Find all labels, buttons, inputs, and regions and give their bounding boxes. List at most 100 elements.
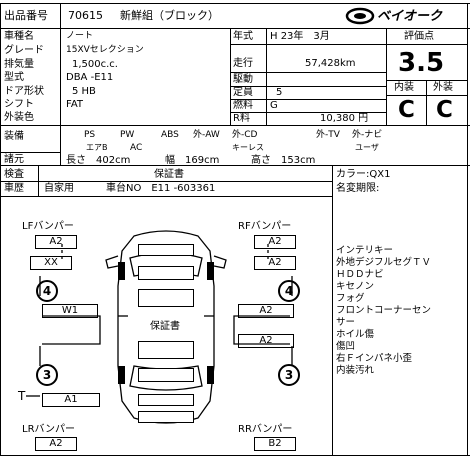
dims-width: 幅 169cm: [165, 155, 220, 166]
fuel-label: 燃料: [233, 100, 253, 111]
dims-label: 諸元: [4, 154, 24, 165]
equipment-label: 装備: [4, 131, 24, 142]
rule: [60, 3, 61, 28]
rule: [230, 44, 386, 45]
rr-damage-code: B2: [254, 437, 296, 451]
note-line: キセノン: [336, 281, 375, 292]
rule: [467, 3, 468, 455]
diagram-center-label: 保証書: [150, 321, 180, 332]
fuel-value: G: [270, 100, 278, 111]
year-value: H 23年 3月: [270, 31, 330, 42]
year-label: 年式: [233, 31, 253, 42]
rule: [230, 112, 386, 113]
rule: [230, 72, 386, 73]
t-mark: T: [18, 389, 26, 403]
dims-height: 高さ 153cm: [251, 155, 316, 166]
equip-ps: PS: [84, 130, 96, 140]
note-line: ホイル傷: [336, 329, 375, 340]
shift-value: FAT: [66, 99, 84, 110]
panel-hood: [138, 266, 194, 280]
note-line: 外地デジフルセグＴＶ: [336, 257, 432, 268]
model-label: 車種名: [4, 31, 34, 42]
panel-hood-front: [138, 244, 194, 256]
rule: [0, 196, 332, 197]
note-line: ＨＤＤナビ: [336, 269, 384, 280]
history-value: 自家用: [44, 183, 74, 194]
rule: [0, 3, 470, 4]
displacement-label: 排気量: [4, 59, 34, 70]
type-label: 型式: [4, 72, 24, 83]
exterior-label: 外装: [433, 82, 453, 93]
left-damage-code: XX: [30, 256, 72, 270]
door-label: ドア形状: [4, 86, 44, 97]
rf-bumper-label: RFバンパー: [238, 221, 292, 232]
rule: [60, 28, 61, 125]
equip-aw: 外-AW: [193, 130, 220, 140]
score-value: 3.5: [398, 48, 445, 78]
rule: [0, 125, 470, 126]
capacity-label: 定員: [233, 87, 253, 98]
chassis-number: 車台NO E11 -603361: [106, 183, 216, 194]
company-logo: ベイオーク: [345, 6, 463, 26]
rule: [230, 86, 386, 87]
panel-rear: [138, 394, 194, 406]
left-damage-code: A1: [42, 393, 100, 407]
rule: [0, 28, 470, 29]
panel-roof-rear: [138, 341, 194, 359]
logo-text: ベイオーク: [377, 9, 443, 24]
interior-label: 内装: [394, 82, 414, 93]
rule: [266, 28, 267, 125]
equip-airbag: エアB: [86, 143, 108, 152]
rule: [0, 455, 470, 456]
rule: [332, 165, 333, 455]
equip-ac: AC: [130, 143, 143, 153]
warranty-label: 保証書: [154, 169, 184, 180]
door-value: 5 HB: [72, 86, 96, 97]
capacity-value: 5: [276, 87, 283, 98]
rule: [60, 125, 61, 165]
inspect-label: 検査: [4, 169, 24, 180]
r-price-label: R料: [233, 113, 250, 124]
rule: [426, 80, 427, 125]
name-change-deadline: 名変期限:: [336, 183, 380, 194]
note-line: サー: [336, 317, 356, 328]
history-label: 車歴: [4, 183, 24, 194]
exterior-color-label: 外装色: [4, 112, 34, 123]
grade-value: 15XVセレクション: [66, 45, 144, 55]
rule: [0, 165, 470, 166]
rule: [0, 3, 1, 455]
drive-label: 駆動: [233, 74, 253, 85]
lot-number: 70615: [68, 9, 103, 22]
mileage-label: 走行: [233, 58, 253, 69]
note-line: フロントコーナーセン: [336, 305, 432, 316]
exterior-score: C: [436, 97, 453, 123]
lot-label: 出品番号: [4, 9, 48, 22]
equip-pw: PW: [120, 130, 135, 140]
damage-diagram: LFバンパー RFバンパー LRバンパー RRバンパー A2 A2 A2 B2 …: [0, 196, 332, 455]
type-value: DBA -E11: [66, 72, 114, 83]
lf-damage-code: A2: [35, 235, 77, 249]
rule: [0, 152, 60, 153]
rule: [386, 28, 387, 125]
shift-label: シフト: [4, 99, 34, 110]
lr-bumper-label: LRバンパー: [22, 424, 76, 435]
note-line: 傷凹: [336, 341, 356, 352]
tire-fl-tread: 4: [36, 280, 58, 302]
mileage-value: 57,428km: [305, 58, 356, 69]
score-label: 評価点: [404, 31, 434, 42]
rule: [0, 181, 332, 182]
rule: [38, 165, 39, 196]
tire-fr-tread: 4: [278, 280, 300, 302]
left-damage-code: W1: [42, 304, 98, 318]
panel-trunk: [138, 368, 194, 382]
equip-user: ユーザ: [355, 143, 379, 152]
color-code: カラー:QX1: [336, 169, 391, 180]
rf-damage-code: A2: [254, 235, 296, 249]
rr-bumper-label: RRバンパー: [238, 424, 293, 435]
right-damage-code: A2: [254, 256, 296, 270]
fresh-group: 新鮮組（ブロック）: [120, 9, 219, 22]
note-line: 内装汚れ: [336, 365, 375, 376]
right-damage-code: A2: [238, 334, 294, 348]
rule: [230, 28, 231, 125]
